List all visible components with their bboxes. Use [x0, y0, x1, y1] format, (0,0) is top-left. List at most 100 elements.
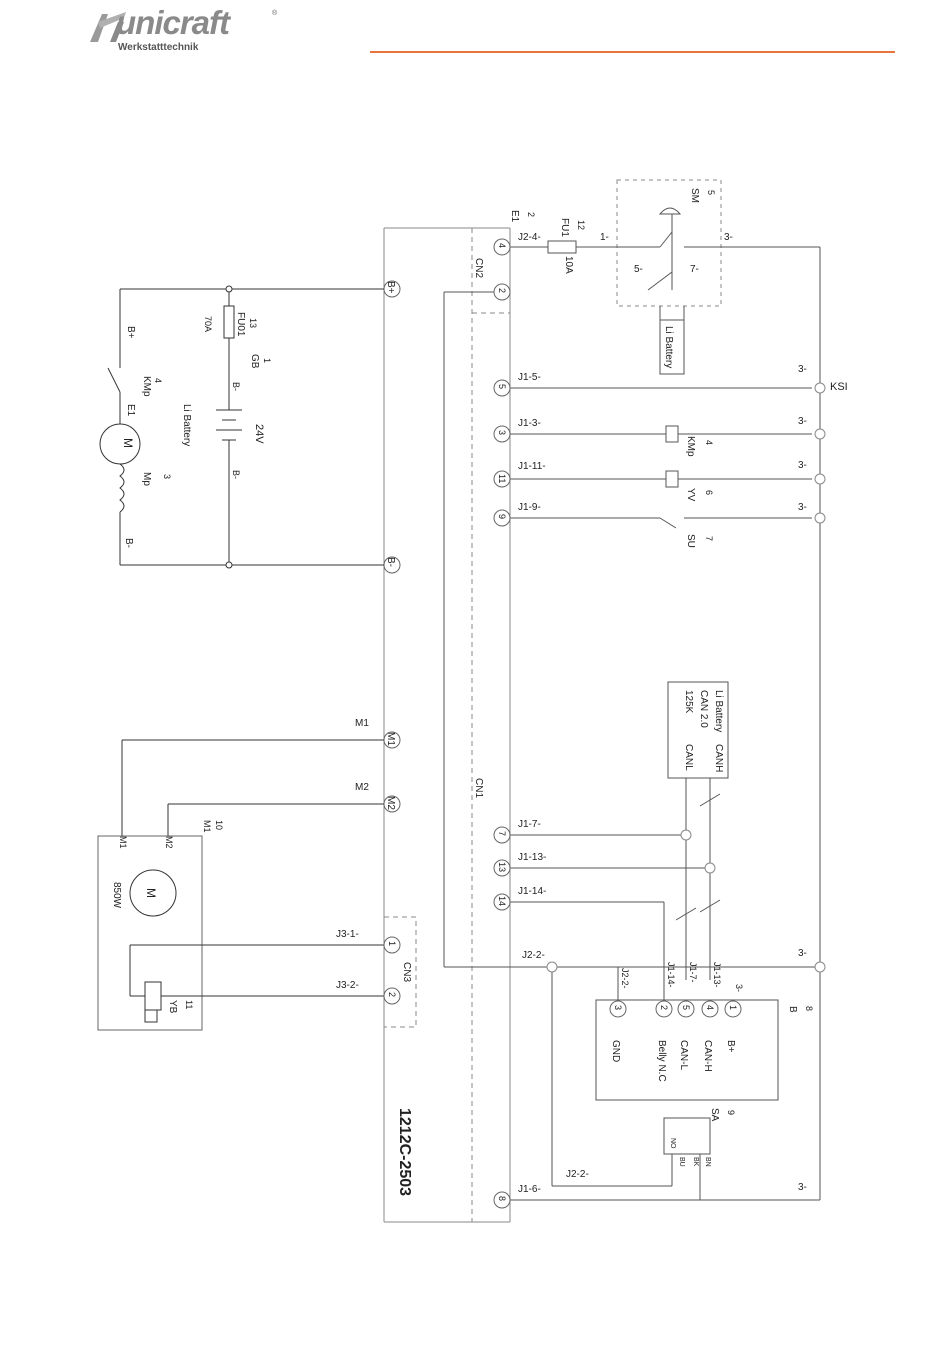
sa-bk-label: BK [692, 1157, 699, 1167]
kmp-coil-num: 4 [704, 440, 714, 445]
drive-motor-circuit [97, 739, 384, 1031]
page-header: unicraft ® Werkstatttechnik [0, 0, 950, 80]
pump-motor-letter: M [121, 438, 135, 448]
j22-wire-label: J2-2- [522, 950, 545, 961]
key-battery-label: Li Battery [663, 326, 674, 368]
drive-motor-power: 850W [111, 882, 122, 909]
right-wiring [443, 179, 821, 1201]
drive-motor-ref-label: M1 [202, 820, 212, 833]
cn1-row-yv-num: 11 [497, 474, 507, 483]
cn1-row-yv: 11 J1-11- 3- YV 6 [493, 460, 807, 502]
drive-motor-m2-term: M2 [164, 836, 174, 849]
sa-pin-num: 8 [497, 1196, 507, 1201]
terminal-m1-label: M1 [385, 732, 396, 746]
can-row-7-num: 7 [497, 831, 507, 836]
pump-bplus-label: B+ [125, 326, 136, 339]
sa-bn-label: BN [704, 1157, 711, 1167]
cn2-pin-2: 2 [493, 283, 511, 301]
cn1-row-kmp: 3 J1-3- 3- KMp 4 [493, 416, 807, 457]
cn1-row-kmp-ret: 3- [798, 416, 807, 427]
brake-label: YB [167, 1000, 178, 1014]
key-node-7: 7- [690, 264, 699, 275]
battery-bminus-label-2: B- [231, 470, 241, 479]
b-module-label: B [787, 1006, 798, 1013]
can-box-canl: CANL [683, 744, 694, 771]
terminal-bminus-label: B- [385, 557, 396, 567]
can-row-7-wire: J1-7- [518, 819, 541, 830]
terminal-bminus: B- [383, 556, 401, 574]
sa-no-label: NO [669, 1138, 676, 1149]
registered-mark: ® [272, 10, 278, 17]
cn3-pin-2-wire: J3-2- [336, 980, 359, 991]
sa-ret: 3- [798, 1182, 807, 1193]
can-box-line3: 125K [683, 690, 694, 714]
b-pin-4-name: CAN-H [702, 1040, 713, 1072]
brake-num: 11 [184, 1000, 194, 1009]
cn3-pin-2: 2 J3-2- [336, 980, 401, 1005]
cn1-row-su: 9 J1-9- 3- SU 7 [493, 502, 807, 548]
fu1-rating: 10A [563, 256, 574, 274]
main-fuse-label: FU01 [235, 312, 246, 337]
key-node-1: 1- [600, 232, 609, 243]
yv-label: YV [685, 488, 696, 502]
sm-label: SM [689, 188, 700, 203]
cn2-pin-4: 4 [493, 238, 511, 256]
can-box-canh: CANH [713, 744, 724, 772]
b-pin-3: 3 GND [609, 1000, 627, 1062]
can-row-14: 14 J1-14- [493, 886, 546, 911]
m2-wire-label: M2 [355, 782, 369, 793]
key-node-5: 5- [634, 264, 643, 275]
cn1-row-kmp-wire: J1-3- [518, 418, 541, 429]
cn1-row-ksi-ret: 3- [798, 364, 807, 375]
yv-num: 6 [704, 490, 714, 495]
cn1-row-ksi: 5 J1-5- 3- KSI [493, 364, 848, 397]
b-pin-5: 5 CAN-L [677, 1000, 695, 1070]
controller-model: 1212C-2503 [396, 1108, 413, 1196]
unicraft-logo-icon [90, 12, 126, 42]
kmp-contact-num: 4 [153, 378, 163, 383]
sa-wire-in: J2-2- [566, 1169, 589, 1180]
cn3-pin-1-wire: J3-1- [336, 929, 359, 940]
terminal-bplus-label: B+ [385, 281, 396, 294]
mp-label: Mp [141, 472, 152, 486]
terminal-m2-label: M2 [385, 796, 396, 810]
brand-tagline: Werkstatttechnik [118, 42, 199, 53]
battery-voltage: 24V [253, 424, 265, 444]
mp-num: 3 [162, 474, 172, 479]
cn3-pin-2-num: 2 [387, 992, 397, 997]
pump-circuit [99, 285, 384, 569]
cn1-row-su-wire: J1-9- [518, 502, 541, 513]
cn2-pin-2-num: 2 [497, 288, 507, 293]
terminal-bplus: B+ [383, 280, 401, 298]
terminal-m2: M2 [383, 795, 401, 813]
cn1-label: CN1 [473, 778, 484, 798]
drive-motor-ref-num: 10 [214, 820, 224, 830]
cn1-row-ksi-wire: J1-5- [518, 372, 541, 383]
cn1-row-kmp-num: 3 [497, 430, 507, 435]
controller-block [383, 227, 511, 1223]
e1-motor-label: E1 [125, 404, 136, 417]
sa-num: 9 [726, 1110, 736, 1115]
cn1-row-su-num: 9 [497, 514, 507, 519]
b-wire-j114: J1-14- [666, 962, 676, 988]
cn3-pin-1-num: 1 [387, 941, 397, 946]
drive-motor-letter: M [144, 888, 158, 898]
cn1-row-yv-ret: 3- [798, 460, 807, 471]
can-row-14-num: 14 [497, 896, 507, 906]
fu1-label: FU1 [559, 218, 570, 237]
sa-pin-row: 8 J1-6- 3- [493, 1182, 807, 1209]
e1-fuse-label: E1 [509, 210, 520, 223]
kmp-coil-label: KMp [685, 436, 696, 457]
can-box-line2: CAN 2.0 [698, 690, 709, 728]
kmp-contact-label: KMp [141, 376, 152, 397]
b-pin-2-num: 2 [659, 1005, 669, 1010]
can-row-13-num: 13 [497, 862, 507, 872]
sm-num: 5 [706, 190, 716, 195]
b-wire-j22: J2-2- [620, 968, 630, 989]
b-pin-5-name: CAN-L [678, 1040, 689, 1070]
b-pin-3-name: GND [610, 1040, 621, 1062]
b-pin-1-name: B+ [725, 1040, 736, 1053]
b-wire-j113: J1-13- [712, 962, 722, 988]
drive-motor-m1-term: M1 [118, 836, 128, 849]
